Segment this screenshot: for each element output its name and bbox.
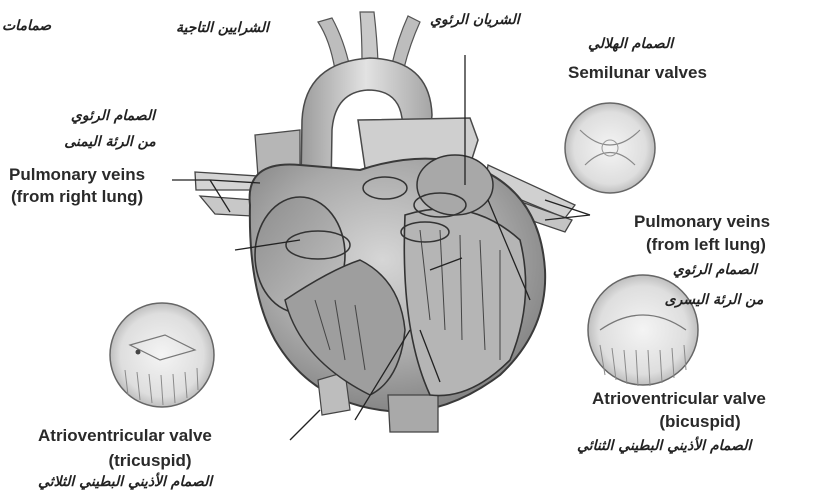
label-pv-right-ar-1: الصمام الرئوي (58, 108, 168, 124)
label-av-tricuspid-ar: الصمام الأذيني البطيني الثلاثي (38, 474, 212, 490)
label-pulmonary-artery-ar: الشريان الرئوي (430, 12, 520, 28)
label-pv-right-en-2: (from right lung) (11, 187, 143, 207)
left-atrium (417, 155, 493, 215)
inferior-vena-cava (388, 395, 438, 432)
label-av-bicuspid-ar: الصمام الأذيني البطيني الثنائي (577, 438, 751, 454)
label-semilunar-ar: الصمام الهلالي (588, 36, 673, 52)
label-av-tricuspid-en-1: Atrioventricular valve (38, 426, 212, 446)
label-pv-left-ar-2: من الرئة اليسرى (655, 292, 773, 308)
label-pv-left-en-2: (from left lung) (646, 235, 766, 255)
label-valves-ar: صمامات (2, 18, 51, 34)
label-pv-right-en-1: Pulmonary veins (9, 165, 145, 185)
label-semilunar-en: Semilunar valves (568, 63, 707, 83)
label-pv-right-ar-2: من الرئة اليمنى (50, 134, 170, 150)
label-av-bicuspid-en-1: Atrioventricular valve (592, 389, 766, 409)
label-coronary-arteries-ar: الشرايين التاجية (176, 20, 269, 36)
label-pv-left-ar-1: الصمام الرئوي (660, 262, 770, 278)
label-pv-left-en-1: Pulmonary veins (634, 212, 770, 232)
semilunar-valve-closeup (565, 103, 655, 193)
tricuspid-valve-closeup (110, 303, 214, 407)
label-av-tricuspid-en-2: (tricuspid) (90, 451, 210, 471)
right-pulmonary-veins (195, 172, 258, 216)
label-av-bicuspid-en-2: (bicuspid) (640, 412, 760, 432)
